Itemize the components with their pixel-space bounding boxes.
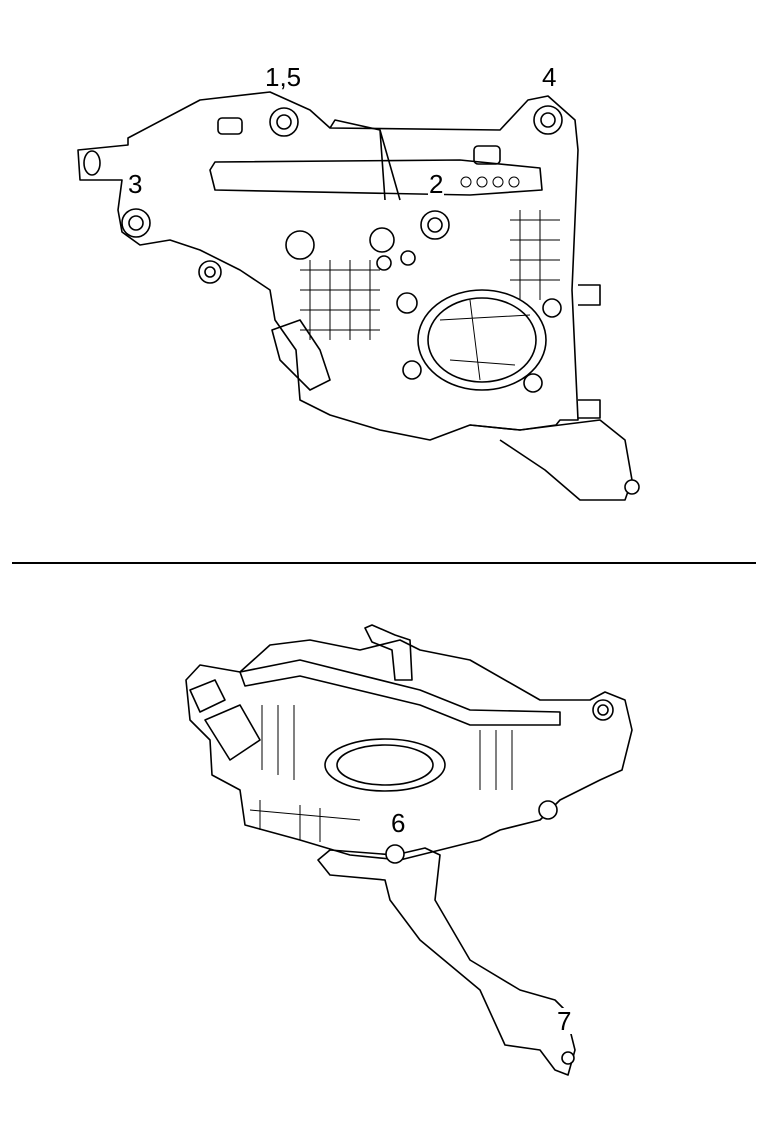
callout-2: 2 [428,169,445,199]
callout-7: 7 [556,1006,573,1036]
callout-3: 3 [127,169,144,199]
callout-1-5: 1,5 [264,62,303,92]
callout-6: 6 [390,808,407,838]
oil-pump-top-view-drawing [77,91,640,501]
callout-4: 4 [541,62,558,92]
section-divider [12,562,756,564]
